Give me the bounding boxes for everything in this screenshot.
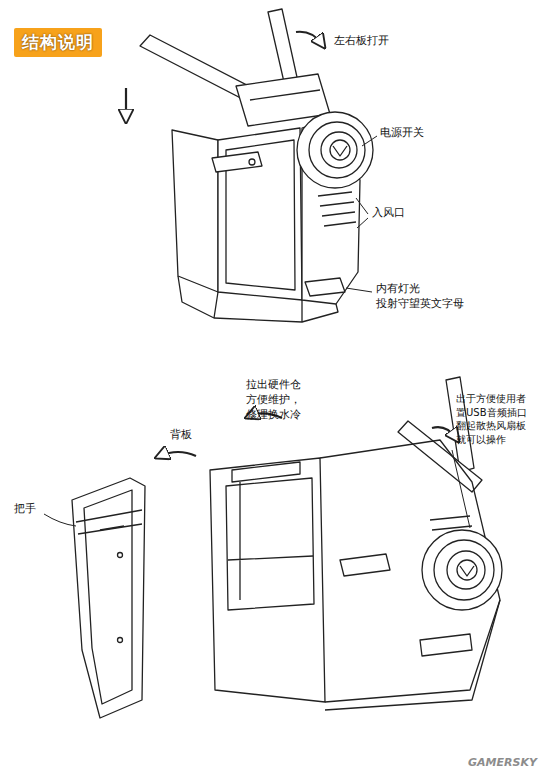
sketch-stroke — [318, 192, 356, 226]
sketch-stroke — [118, 638, 123, 643]
sketch-stroke — [325, 600, 500, 702]
sketch-stroke — [228, 482, 313, 600]
sketch-stroke — [309, 122, 365, 178]
sketch-stroke — [321, 132, 357, 168]
sketch-stroke — [250, 90, 320, 100]
sketch-stroke — [330, 140, 350, 160]
sketch-stroke — [340, 554, 390, 576]
annotation-holder: GAMERSKY — [468, 756, 537, 771]
sketch-stroke — [232, 462, 300, 482]
lower-case — [72, 377, 502, 718]
annotation-note: 左右板打开 — [334, 34, 389, 49]
annotation-note: 拉出硬件仓 方便维护，修理换水冷 — [246, 378, 301, 423]
motion-arrows — [126, 32, 456, 456]
sketch-stroke — [296, 32, 322, 44]
title-text: 结构说明 — [22, 32, 94, 52]
annotation-note: 内有灯光 投射守望英文字母 — [376, 282, 464, 312]
sketch-stroke — [305, 278, 345, 296]
sketch-stroke — [118, 553, 123, 558]
annotation-holder: 入风口 — [372, 206, 405, 221]
annotation-holder: 拉出硬件仓 方便维护，修理换水冷 — [246, 378, 301, 423]
sketch-stroke — [434, 540, 494, 600]
sketch-stroke — [84, 490, 132, 704]
sketch-stroke — [447, 551, 485, 589]
sketch-stroke — [457, 560, 477, 580]
annotation-note: 入风口 — [372, 206, 405, 221]
annotation-holder: 内有灯光 投射守望英文字母 — [376, 282, 464, 312]
sketch-stroke — [178, 276, 338, 322]
sketch-stroke — [76, 510, 142, 534]
leader-lines — [44, 136, 470, 528]
annotation-note: 出于方便使用者 置USB音频插口 翻起散热风扇板 就可以操作 — [456, 392, 527, 446]
sketch-stroke — [420, 634, 472, 656]
sketch-stroke — [100, 526, 124, 530]
sketch-stroke — [430, 516, 472, 530]
sketch-stroke — [333, 146, 347, 156]
sketch-stroke — [422, 530, 502, 610]
annotation-holder: 电源开关 — [380, 126, 424, 141]
upper-case — [140, 9, 373, 322]
sketch-stroke — [72, 478, 145, 718]
sketch-stroke — [218, 128, 302, 300]
sketch-stroke — [210, 458, 325, 702]
annotation-holder: 背板 — [170, 428, 192, 443]
title-badge: 结构说明 — [14, 28, 102, 57]
sketch-stroke — [214, 292, 302, 322]
annotation-holder: 把手 — [14, 502, 36, 517]
sketch-stroke — [44, 514, 76, 526]
sketch-stroke — [172, 130, 218, 292]
sketch-stroke — [460, 566, 474, 576]
annotation-note: 背板 — [170, 428, 192, 443]
sketch-stroke — [226, 478, 314, 610]
annotation-holder: 左右板打开 — [334, 34, 389, 49]
annotation-note: 把手 — [14, 502, 36, 517]
sketch-stroke — [125, 88, 127, 118]
sketch-stroke — [160, 452, 196, 456]
sketch-stroke — [452, 450, 470, 528]
sketch-stroke — [346, 288, 372, 292]
sketch-stroke — [362, 136, 377, 146]
annotation-holder: 出于方便使用者 置USB音频插口 翻起散热风扇板 就可以操作 — [456, 392, 527, 446]
sketch-stroke — [297, 112, 373, 188]
sketch-stroke — [356, 198, 368, 228]
annotation-note: 电源开关 — [380, 126, 424, 141]
sketch-stroke — [212, 152, 262, 172]
sketch-stroke — [249, 159, 255, 165]
sketch-stroke — [432, 427, 456, 438]
watermark: GAMERSKY — [468, 756, 537, 771]
sketch-stroke — [398, 421, 482, 492]
